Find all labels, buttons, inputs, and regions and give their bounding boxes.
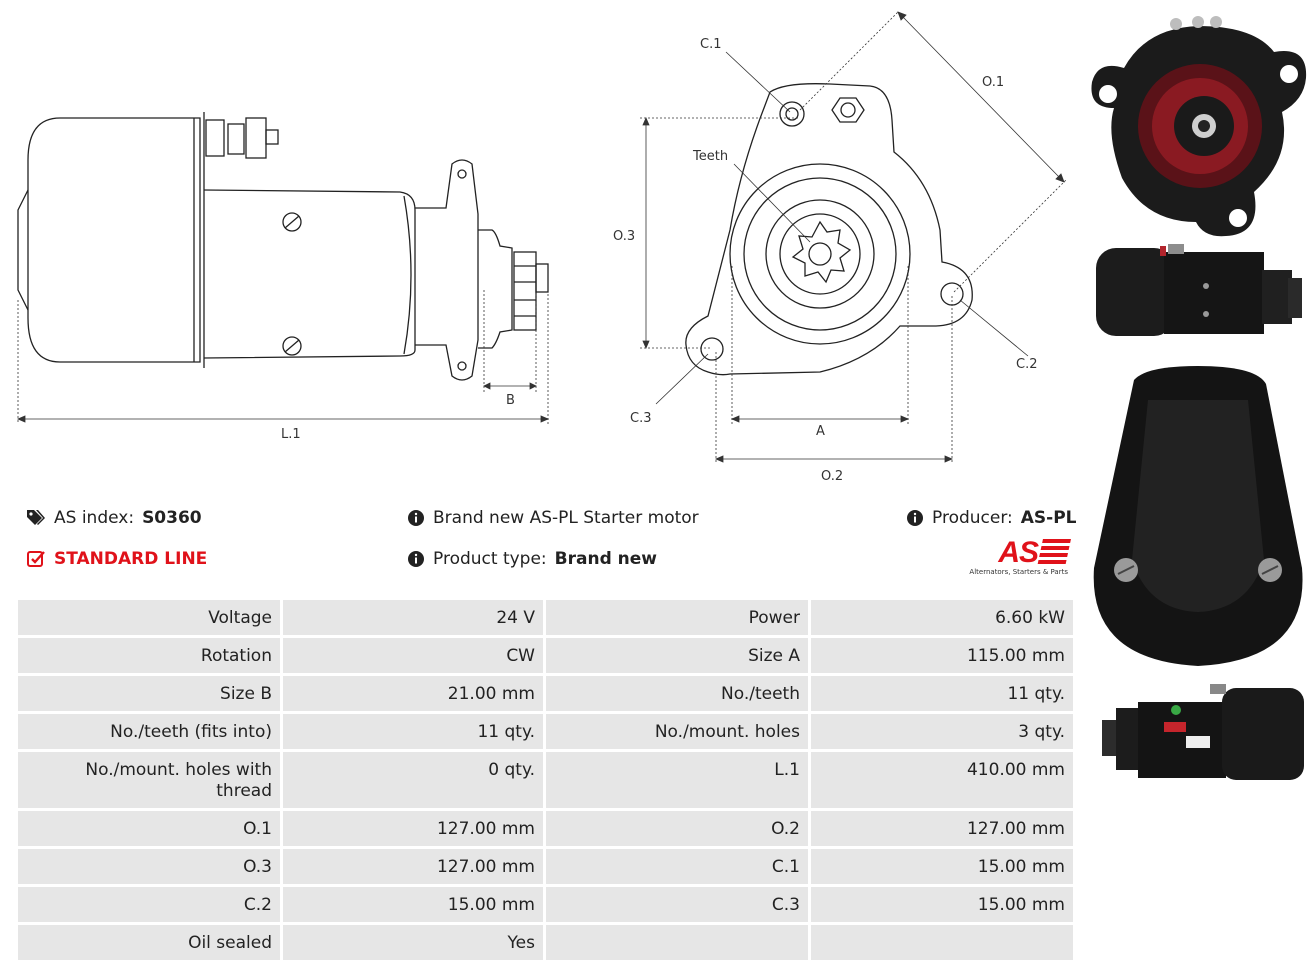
- spec-label: No./teeth (fits into): [18, 714, 280, 749]
- product-type-row: Product type: Brand new: [407, 549, 657, 569]
- spec-label: Voltage: [18, 600, 280, 635]
- spec-value: 115.00 mm: [811, 638, 1073, 673]
- product-photo-side-top[interactable]: [1088, 240, 1310, 344]
- tags-icon: [26, 508, 46, 528]
- spec-label: C.1: [546, 849, 808, 884]
- as-index-row: AS index: S0360: [26, 508, 202, 528]
- spec-value: 0 qty.: [283, 752, 543, 808]
- logo-mark: AS: [964, 536, 1071, 569]
- spec-label: No./mount. holes: [546, 714, 808, 749]
- info-icon: [906, 509, 924, 527]
- as-pl-logo: AS Alternators, Starters & Parts: [964, 536, 1071, 584]
- description-text: Brand new AS-PL Starter motor: [433, 508, 699, 528]
- spec-value: 15.00 mm: [283, 887, 543, 922]
- spec-label: O.3: [18, 849, 280, 884]
- spec-value: 127.00 mm: [283, 811, 543, 846]
- spec-label: No./mount. holes with thread: [18, 752, 280, 808]
- info-icon: [407, 550, 425, 568]
- as-index-value: S0360: [142, 508, 202, 528]
- front-view-svg: C.1 O.1 Teeth O.3 C.2 C.3 A O.2: [613, 11, 1067, 484]
- spec-label: Power: [546, 600, 808, 635]
- spec-value: 410.00 mm: [811, 752, 1073, 808]
- spec-value: 3 qty.: [811, 714, 1073, 749]
- table-row: No./teeth (fits into)11 qty.No./mount. h…: [18, 714, 1073, 749]
- spec-value: Yes: [283, 925, 543, 960]
- side-view-drawing: B L.1: [0, 0, 570, 460]
- front-view-drawing: C.1 O.1 Teeth O.3 C.2 C.3 A O.2: [600, 0, 1080, 490]
- spec-label: Rotation: [18, 638, 280, 673]
- check-square-icon: [26, 549, 46, 569]
- side-view-svg: B L.1: [16, 112, 550, 442]
- standard-line-badge: STANDARD LINE: [26, 549, 207, 569]
- spec-label: O.2: [546, 811, 808, 846]
- spec-value: 15.00 mm: [811, 887, 1073, 922]
- spec-value: CW: [283, 638, 543, 673]
- label-c1: C.1: [700, 37, 721, 52]
- label-a: A: [816, 424, 825, 439]
- spec-label: Size B: [18, 676, 280, 711]
- spec-value: [811, 925, 1073, 960]
- spec-label: No./teeth: [546, 676, 808, 711]
- producer-value: AS-PL: [1020, 508, 1077, 528]
- spec-label: Oil sealed: [18, 925, 280, 960]
- spec-value: 127.00 mm: [283, 849, 543, 884]
- product-photo-side-bottom[interactable]: [1098, 680, 1310, 798]
- spec-label: C.2: [18, 887, 280, 922]
- info-icon: [407, 509, 425, 527]
- label-c2: C.2: [1016, 357, 1037, 372]
- label-o1: O.1: [982, 75, 1004, 90]
- spec-value: 15.00 mm: [811, 849, 1073, 884]
- product-photo-rear[interactable]: [1088, 360, 1310, 672]
- spec-value: 11 qty.: [283, 714, 543, 749]
- logo-tagline: Alternators, Starters & Parts: [969, 568, 1068, 576]
- logo-stripes: [1037, 539, 1071, 567]
- spec-label: C.3: [546, 887, 808, 922]
- spec-value: 21.00 mm: [283, 676, 543, 711]
- spec-value: 127.00 mm: [811, 811, 1073, 846]
- label-o3: O.3: [613, 229, 635, 244]
- spec-label: Size A: [546, 638, 808, 673]
- logo-text: AS: [998, 536, 1039, 569]
- spec-label: L.1: [546, 752, 808, 808]
- standard-line-text: STANDARD LINE: [54, 549, 208, 569]
- label-o2: O.2: [821, 469, 843, 484]
- label-c3: C.3: [630, 411, 651, 426]
- label-b: B: [506, 393, 515, 408]
- as-index-label: AS index:: [54, 508, 135, 528]
- spec-value: 6.60 kW: [811, 600, 1073, 635]
- spec-value: 11 qty.: [811, 676, 1073, 711]
- product-type-value: Brand new: [554, 549, 657, 569]
- producer-row: Producer: AS-PL: [906, 508, 1077, 528]
- product-photo-front[interactable]: [1086, 8, 1310, 244]
- spec-label: [546, 925, 808, 960]
- label-teeth: Teeth: [692, 149, 728, 164]
- description-row: Brand new AS-PL Starter motor: [407, 508, 699, 528]
- spec-value: 24 V: [283, 600, 543, 635]
- producer-label: Producer:: [932, 508, 1013, 528]
- product-type-label: Product type:: [433, 549, 547, 569]
- spec-label: O.1: [18, 811, 280, 846]
- label-l1: L.1: [281, 427, 301, 442]
